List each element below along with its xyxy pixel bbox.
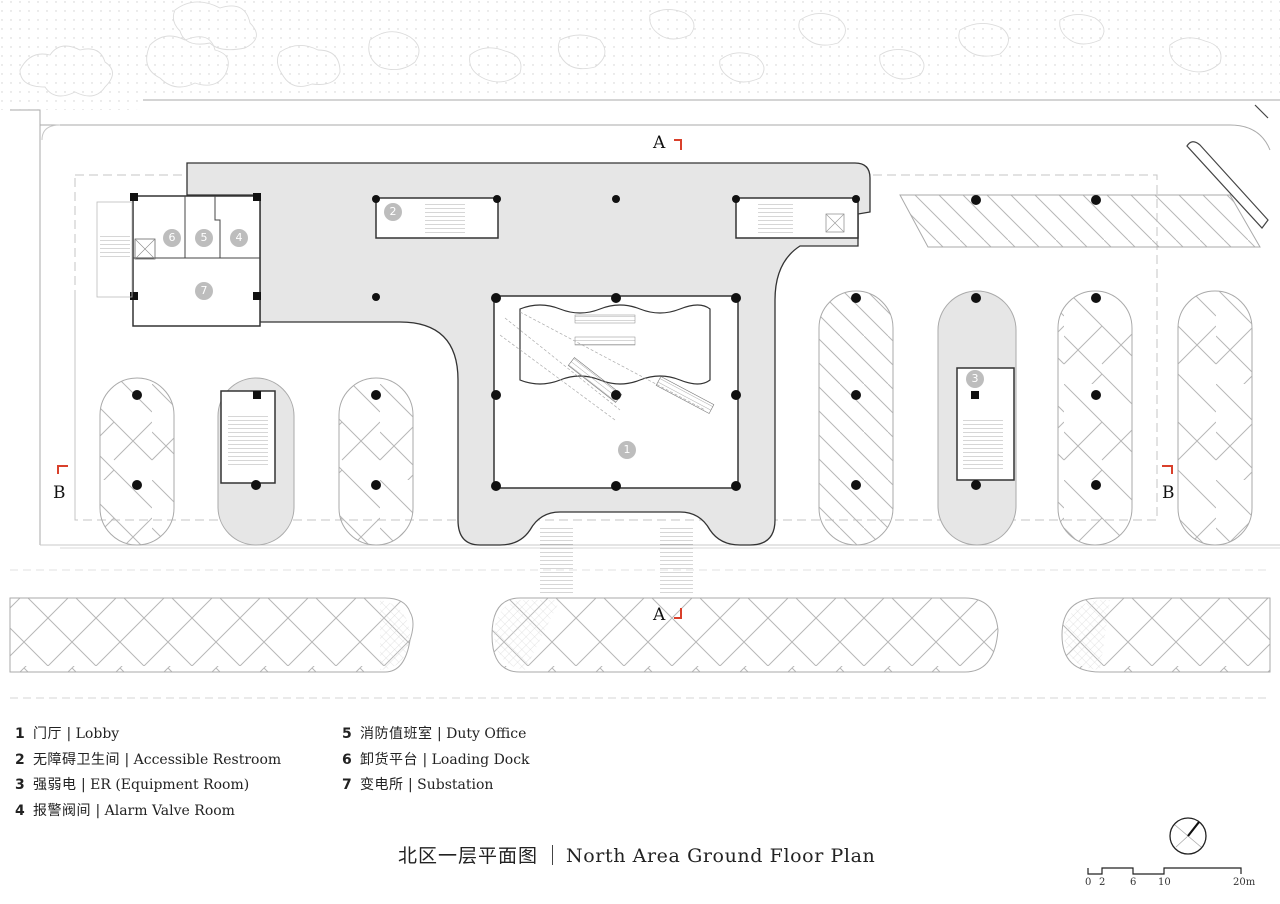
scale-tick-20m: 20m (1233, 877, 1256, 888)
lobby (491, 293, 741, 491)
planter-islands-left (99, 377, 414, 546)
room-tag-lobby: 1 (618, 441, 636, 459)
stair-core-right (732, 195, 860, 239)
planter-islands-right (818, 290, 1253, 546)
drawing-title: 北区一层平面图 North Area Ground Floor Plan (398, 841, 875, 868)
room-tag-alarm-valve-room: 4 (230, 229, 248, 247)
room-tag-duty-office: 5 (195, 229, 213, 247)
floor-plan-drawing (0, 0, 1280, 699)
scale-tick-0: 0 (1085, 877, 1092, 888)
scale-tick-10: 10 (1158, 877, 1171, 888)
section-marker-b-left: B (53, 483, 66, 503)
title-divider (552, 845, 554, 865)
room-tag-accessible-restroom: 2 (384, 203, 402, 221)
entry-stair-left (540, 525, 573, 593)
scale-tick-6: 6 (1130, 877, 1137, 888)
drawing-title-zh: 北区一层平面图 (398, 845, 539, 867)
parking-strip-top-right (899, 104, 1269, 248)
landscape-area (0, 0, 1280, 110)
substation-block (96, 193, 261, 327)
scale-tick-2: 2 (1099, 877, 1106, 888)
section-marker-b-right: B (1162, 483, 1175, 503)
north-arrow-icon (1169, 817, 1207, 855)
section-marker-a-top: A (653, 133, 666, 153)
section-marker-a-bottom: A (653, 605, 666, 625)
section-markers (57, 139, 1173, 619)
bottom-planters (9, 597, 1271, 673)
room-tag-substation: 7 (195, 282, 213, 300)
drawing-title-en: North Area Ground Floor Plan (566, 845, 876, 867)
room-tag-equipment-room: 3 (966, 370, 984, 388)
room-tag-loading-dock: 6 (163, 229, 181, 247)
scale-bar (1087, 867, 1242, 875)
entry-stair-right (660, 525, 693, 593)
columns (372, 195, 620, 301)
